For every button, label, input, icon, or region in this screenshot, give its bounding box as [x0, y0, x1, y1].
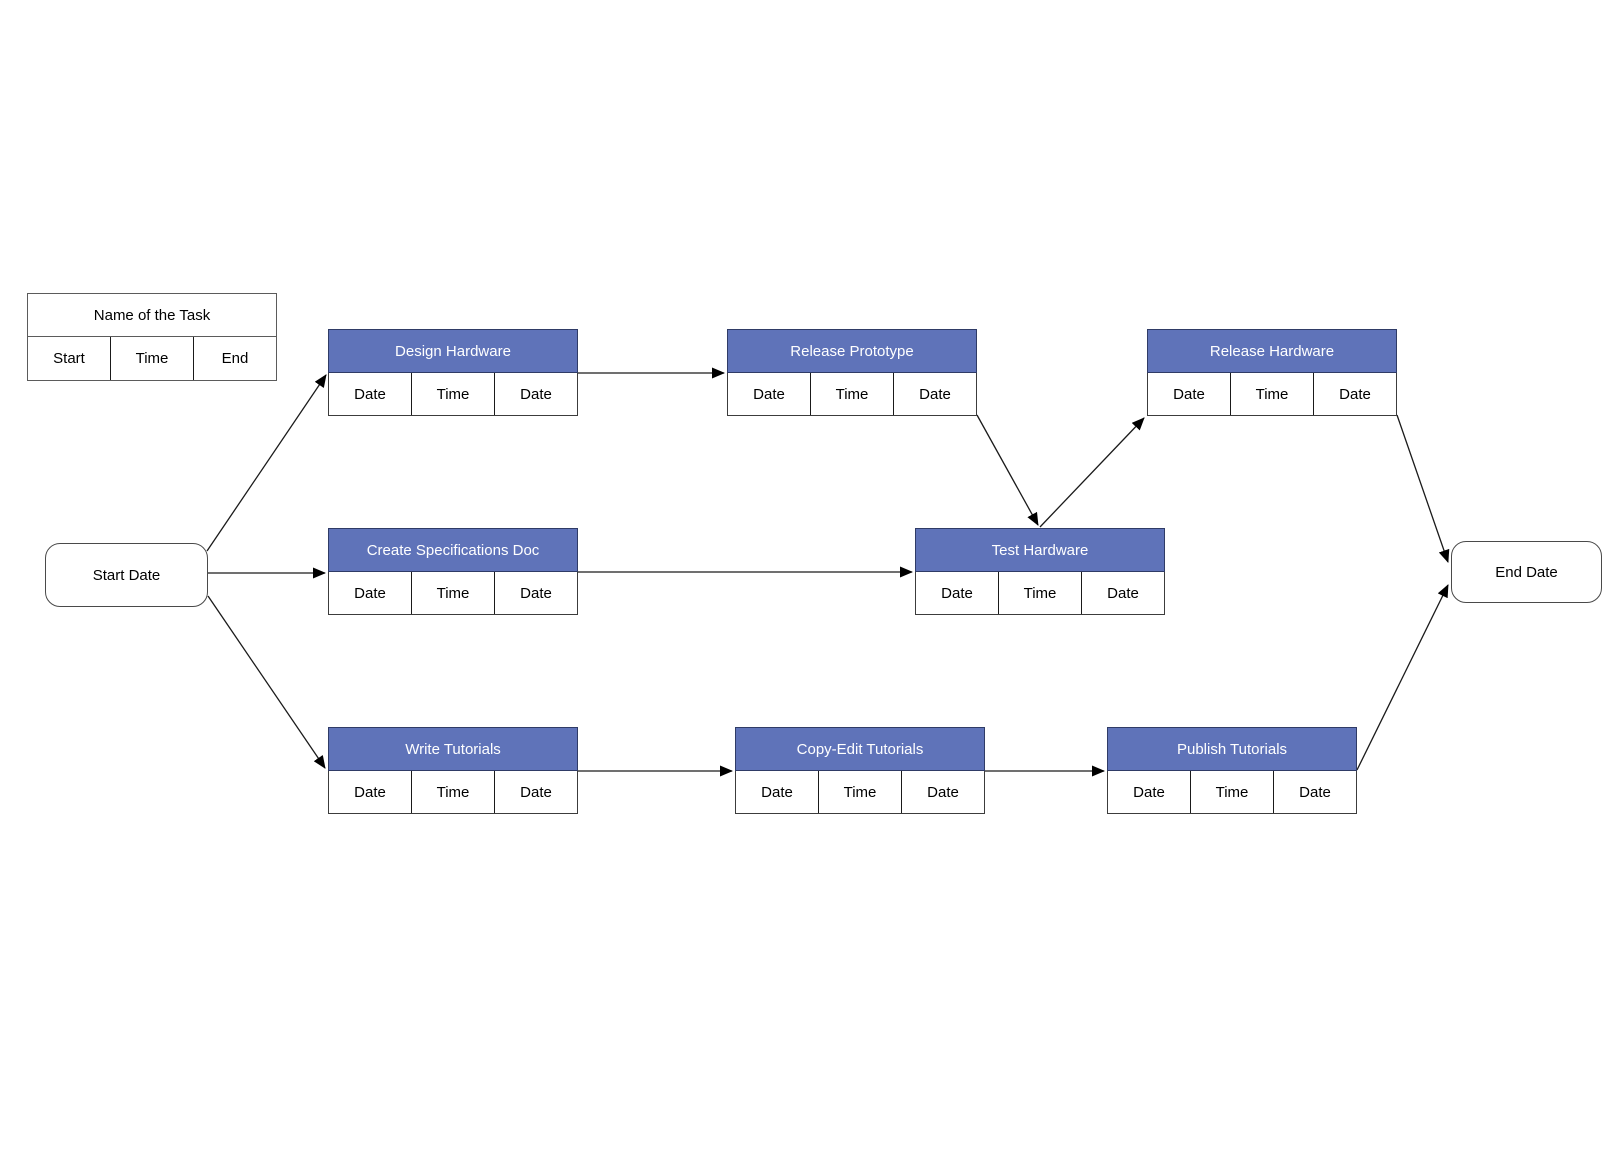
legend-start-column: Start — [28, 337, 111, 380]
connector-start-to-design-hardware — [206, 374, 327, 552]
task-time-cell: Time — [819, 771, 902, 813]
task-end-date-cell: Date — [520, 385, 552, 403]
task-time-cell: Time — [999, 572, 1082, 614]
task-start-date-cell: Date — [728, 373, 811, 415]
task-end-date-cell: Date — [1107, 584, 1139, 602]
task-end-date-cell: Date — [520, 783, 552, 801]
task-time-cell: Time — [811, 373, 894, 415]
legend-box: Name of the Task Start Time End — [27, 293, 277, 381]
task-time-cell: Time — [412, 771, 495, 813]
task-time-cell: Time — [412, 572, 495, 614]
connector-start-to-write-tutorials — [207, 595, 326, 769]
task-start-date-cell: Date — [329, 771, 412, 813]
task-end-date-cell: Date — [1299, 783, 1331, 801]
connector-publish-to-end — [1356, 584, 1449, 771]
start-date-node: Start Date — [45, 543, 208, 607]
legend-title: Name of the Task — [27, 293, 277, 337]
task-test-hardware: Test Hardware Date Time Date — [915, 528, 1165, 615]
task-time-cell: Time — [412, 373, 495, 415]
task-start-date-cell: Date — [916, 572, 999, 614]
connector-release-hardware-to-end — [1396, 414, 1450, 563]
start-date-label: Start Date — [92, 566, 161, 584]
task-start-date-cell: Date — [329, 572, 412, 614]
task-copy-edit-tutorials: Copy-Edit Tutorials Date Time Date — [735, 727, 985, 814]
task-release-prototype: Release Prototype Date Time Date — [727, 329, 977, 416]
task-title: Design Hardware — [328, 329, 578, 373]
connector-prototype-to-test-hardware — [976, 414, 1039, 526]
task-design-hardware: Design Hardware Date Time Date — [328, 329, 578, 416]
task-start-date-cell: Date — [329, 373, 412, 415]
task-title: Release Prototype — [727, 329, 977, 373]
task-write-tutorials: Write Tutorials Date Time Date — [328, 727, 578, 814]
task-release-hardware: Release Hardware Date Time Date — [1147, 329, 1397, 416]
task-end-date-cell: Date — [1339, 385, 1371, 403]
task-end-date-cell: Date — [927, 783, 959, 801]
task-title: Write Tutorials — [328, 727, 578, 771]
task-title: Copy-Edit Tutorials — [735, 727, 985, 771]
task-publish-tutorials: Publish Tutorials Date Time Date — [1107, 727, 1357, 814]
task-end-date-cell: Date — [919, 385, 951, 403]
legend-end-column: End — [194, 337, 276, 380]
task-time-cell: Time — [1231, 373, 1314, 415]
task-title: Release Hardware — [1147, 329, 1397, 373]
task-title: Publish Tutorials — [1107, 727, 1357, 771]
task-title: Test Hardware — [915, 528, 1165, 572]
task-end-date-cell: Date — [520, 584, 552, 602]
task-create-specifications-doc: Create Specifications Doc Date Time Date — [328, 528, 578, 615]
task-title: Create Specifications Doc — [328, 528, 578, 572]
legend-time-column: Time — [111, 337, 194, 380]
end-date-node: End Date — [1451, 541, 1602, 603]
task-start-date-cell: Date — [1148, 373, 1231, 415]
connector-test-to-release-hardware — [1039, 417, 1145, 528]
task-start-date-cell: Date — [1108, 771, 1191, 813]
end-date-label: End Date — [1495, 563, 1558, 581]
task-start-date-cell: Date — [736, 771, 819, 813]
task-time-cell: Time — [1191, 771, 1274, 813]
